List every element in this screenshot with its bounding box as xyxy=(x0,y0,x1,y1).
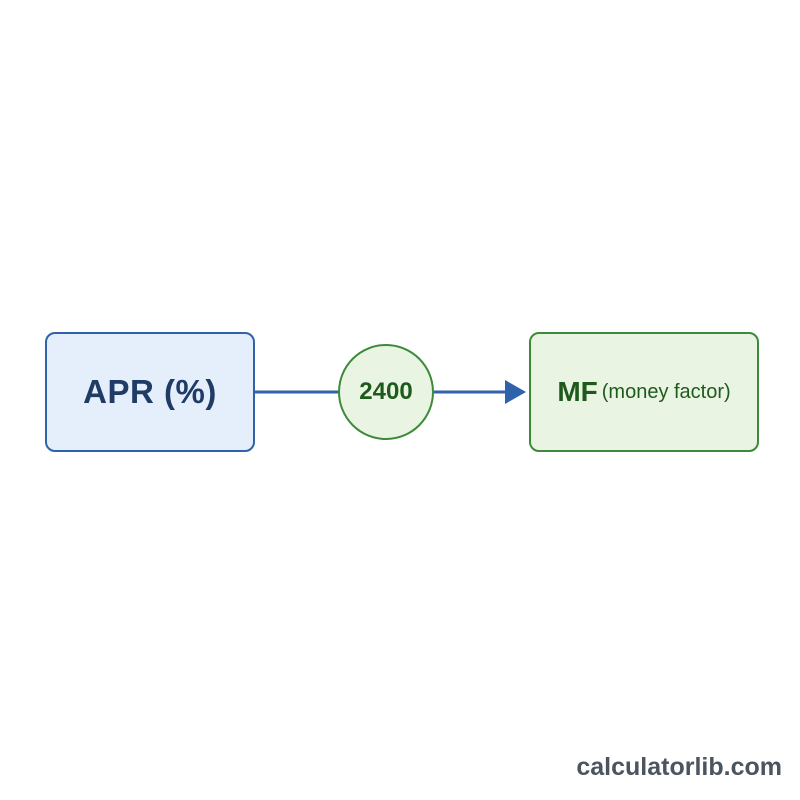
mf-sublabel: (money factor) xyxy=(601,380,731,403)
mf-output-box: MF (money factor) xyxy=(529,332,759,452)
multiplier-label: 2400 xyxy=(359,378,413,405)
apr-input-box: APR (%) xyxy=(45,332,255,452)
apr-label: APR (%) xyxy=(83,373,217,410)
watermark: calculatorlib.com xyxy=(576,753,782,781)
multiplier-circle: 2400 xyxy=(338,344,434,440)
mf-label: MF xyxy=(557,376,598,407)
arrowhead-icon xyxy=(505,380,526,404)
